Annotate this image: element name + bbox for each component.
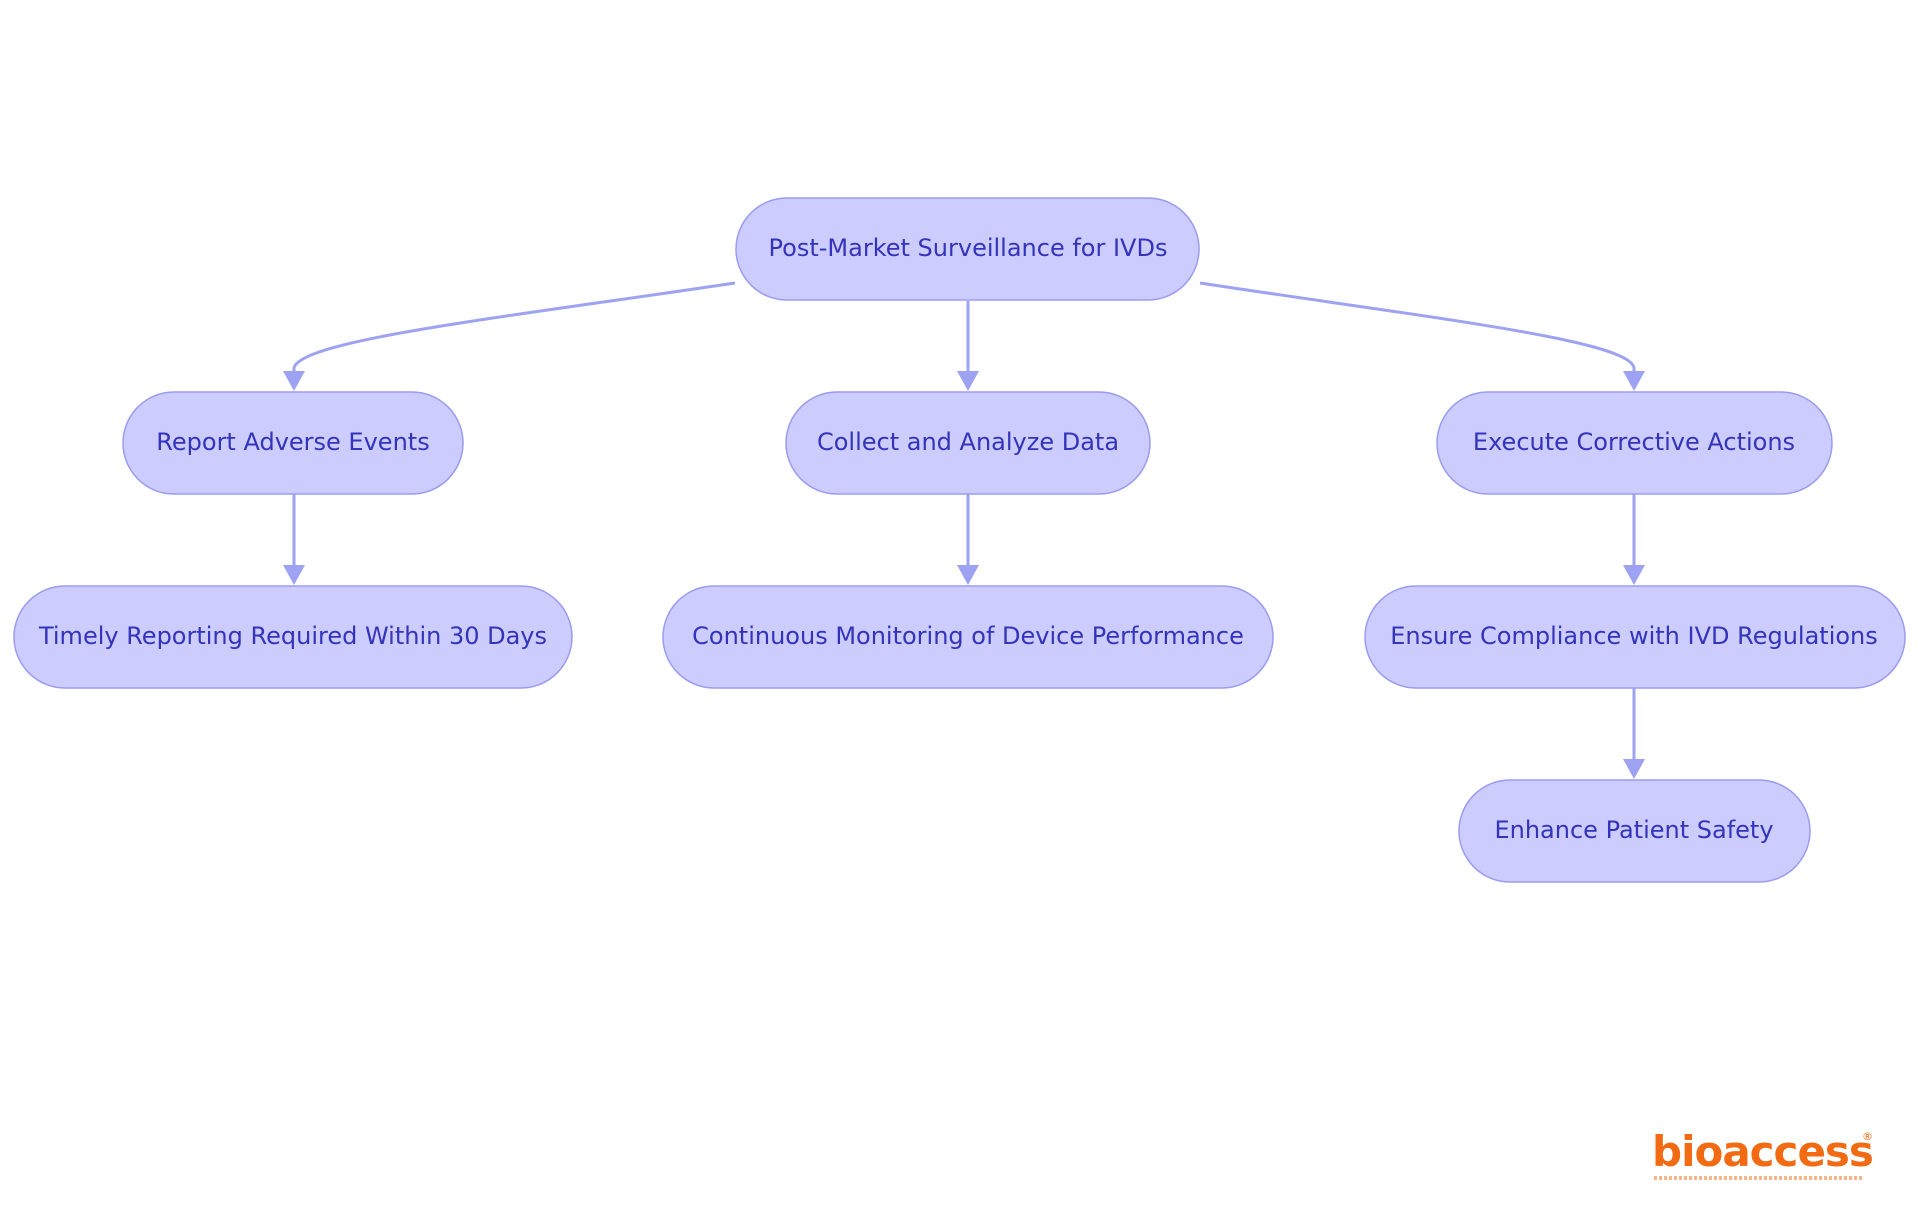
node-report-adverse-events: Report Adverse Events [122,391,464,495]
node-timely-label: Timely Reporting Required Within 30 Days [38,622,547,650]
logo-tagline-graphic [1654,1176,1864,1180]
arrowhead-timely [283,565,305,585]
node-execute-corrective-actions: Execute Corrective Actions [1436,391,1833,495]
node-enhance-patient-safety: Enhance Patient Safety [1458,779,1811,883]
node-continuous-monitoring: Continuous Monitoring of Device Performa… [662,585,1274,689]
node-collect-label: Collect and Analyze Data [817,428,1119,456]
arrowhead-report [283,371,305,391]
node-execute-label: Execute Corrective Actions [1473,428,1795,456]
edge-root-to-execute [1199,281,1636,374]
node-root-label: Post-Market Surveillance for IVDs [769,234,1168,262]
node-compliance-label: Ensure Compliance with IVD Regulations [1390,622,1878,650]
node-ensure-compliance: Ensure Compliance with IVD Regulations [1364,585,1906,689]
edges [283,281,1645,779]
node-safety-label: Enhance Patient Safety [1494,816,1773,844]
node-root: Post-Market Surveillance for IVDs [735,197,1200,301]
node-monitoring-label: Continuous Monitoring of Device Performa… [692,622,1244,650]
edge-root-to-report [292,281,736,374]
logo-registered-mark: ® [1862,1130,1873,1143]
bioaccess-logo: bioaccess ® [1652,1127,1874,1184]
arrowhead-monitoring [957,565,979,585]
arrowhead-collect [957,371,979,391]
arrowhead-compliance [1623,565,1645,585]
node-report-label: Report Adverse Events [156,428,429,456]
node-timely-reporting: Timely Reporting Required Within 30 Days [13,585,573,689]
logo-wordmark: bioaccess [1652,1127,1874,1176]
arrowhead-execute [1623,371,1645,391]
node-collect-analyze-data: Collect and Analyze Data [785,391,1151,495]
arrowhead-safety [1623,759,1645,779]
